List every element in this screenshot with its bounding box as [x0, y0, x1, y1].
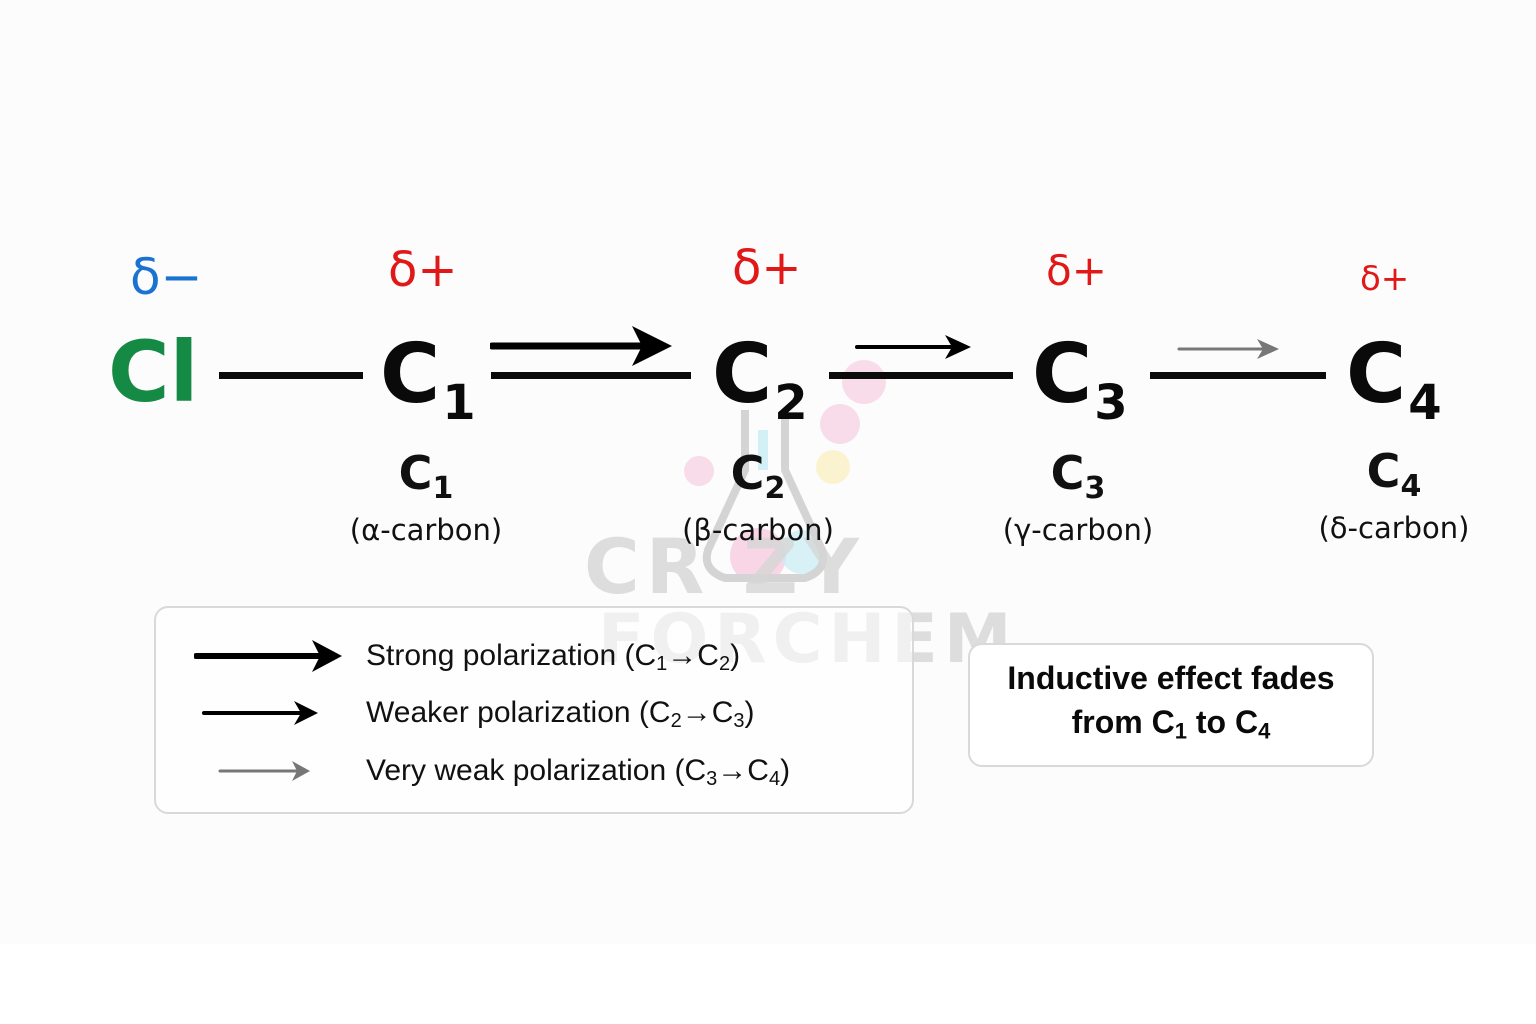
note-line-1: Inductive effect fades — [1007, 660, 1335, 697]
c3-label: C3 (γ-carbon) — [978, 450, 1178, 545]
legend-item-weaker: Weaker polarization (C2→C3) — [156, 693, 912, 733]
c1-label-name: (α-carbon) — [349, 513, 503, 547]
chlorine-charge: δ− — [130, 248, 203, 306]
strong-arrow-icon — [490, 326, 672, 366]
c2-label-name: (β-carbon) — [682, 513, 834, 547]
very-weak-arrow-icon — [1177, 339, 1279, 359]
legend-text-strong: Strong polarization (C1→C2) — [366, 639, 741, 675]
legend-text-very-weak: Very weak polarization (C3→C4) — [366, 754, 791, 790]
c3-label-symbol: C3 — [1050, 446, 1106, 506]
chlorine-atom: Cl — [108, 323, 199, 421]
bond-cl-c1 — [219, 372, 363, 379]
legend-item-very-weak: Very weak polarization (C3→C4) — [156, 751, 912, 791]
c2-label: C2 (β-carbon) — [658, 450, 858, 545]
weaker-arrow-icon — [202, 701, 318, 725]
c2-atom: C2 — [712, 327, 808, 431]
c1-charge: δ+ — [388, 242, 458, 298]
c1-atom: C1 — [380, 327, 476, 431]
very-weak-arrow-icon — [218, 761, 310, 781]
c4-atom: C4 — [1346, 327, 1442, 431]
c4-label: C4 (δ-carbon) — [1294, 448, 1494, 543]
c4-label-symbol: C4 — [1366, 444, 1422, 504]
c4-label-name: (δ-carbon) — [1318, 511, 1470, 545]
strong-arrow-icon — [194, 640, 342, 672]
c1-label-symbol: C1 — [398, 446, 454, 506]
c1-label: C1 (α-carbon) — [326, 450, 526, 545]
c2-charge: δ+ — [732, 240, 802, 296]
bond-c3-c4 — [1150, 372, 1326, 379]
bond-c2-c3 — [829, 372, 1013, 379]
bond-c1-c2 — [491, 372, 691, 379]
summary-note-box: Inductive effect fades from C1 to C4 — [968, 643, 1374, 767]
legend-text-weaker: Weaker polarization (C2→C3) — [366, 696, 755, 732]
legend-item-strong: Strong polarization (C1→C2) — [156, 636, 912, 676]
c3-atom: C3 — [1032, 327, 1128, 431]
c4-charge: δ+ — [1360, 259, 1410, 299]
legend-box: Strong polarization (C1→C2) Weaker polar… — [154, 606, 914, 814]
c3-label-name: (γ-carbon) — [1002, 513, 1154, 547]
note-line-2: from C1 to C4 — [1071, 704, 1271, 744]
weaker-arrow-icon — [855, 335, 971, 359]
c2-label-symbol: C2 — [730, 446, 786, 506]
c3-charge: δ+ — [1046, 246, 1107, 295]
